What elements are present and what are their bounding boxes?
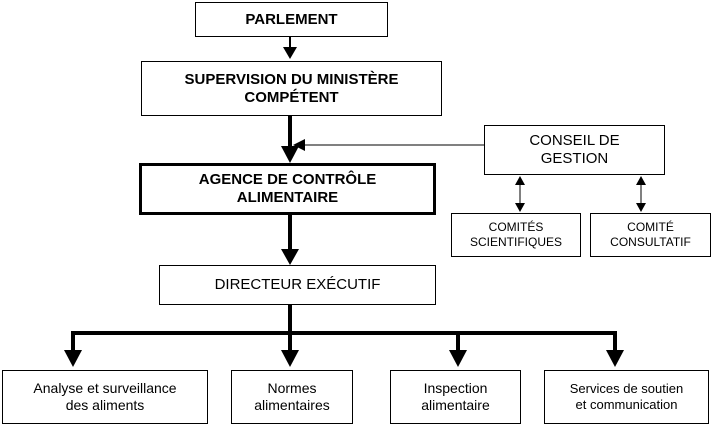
arrowhead-directeur bbox=[281, 249, 299, 265]
normes-box: Normes alimentaires bbox=[231, 370, 353, 424]
parlement-box: PARLEMENT bbox=[195, 2, 388, 37]
parlement-label: PARLEMENT bbox=[245, 10, 338, 28]
analyse-box: Analyse et surveillance des aliments bbox=[2, 370, 208, 424]
agence-label-line-1: AGENCE DE CONTRÔLE bbox=[198, 171, 377, 188]
normes-label-line-2: alimentaires bbox=[254, 397, 330, 413]
services-box: Services de soutien et communication bbox=[544, 370, 709, 424]
conseil-de-gestion-box: CONSEIL DE GESTION bbox=[484, 125, 665, 175]
arrowhead-consultatif-down bbox=[636, 203, 646, 212]
inspection-label-line-2: alimentaire bbox=[421, 397, 490, 413]
comites-scientifiques-box: COMITÉS SCIENTIFIQUES bbox=[451, 213, 581, 257]
arrowhead-inspection bbox=[449, 350, 467, 367]
comites-scientifiques-label-line-2: SCIENTIFIQUES bbox=[469, 235, 562, 249]
arrowhead-consultatif-up bbox=[636, 176, 646, 185]
supervision-label-line-1: SUPERVISION DU MINISTÈRE bbox=[184, 70, 399, 88]
inspection-box: Inspection alimentaire bbox=[390, 370, 521, 424]
arrowhead-supervision bbox=[283, 47, 297, 59]
directeur-label: DIRECTEUR EXÉCUTIF bbox=[214, 276, 381, 293]
conseil-label-line-1: CONSEIL DE bbox=[529, 132, 620, 149]
supervision-label-line-2: COMPÉTENT bbox=[244, 88, 339, 106]
inspection-label-line-1: Inspection bbox=[423, 379, 488, 396]
analyse-label-line-1: Analyse et surveillance bbox=[33, 379, 177, 396]
agence-label-line-2: ALIMENTAIRE bbox=[236, 189, 339, 206]
comite-consultatif-label-line-1: COMITÉ bbox=[627, 220, 674, 234]
comite-consultatif-label-line-2: CONSULTATIF bbox=[610, 235, 691, 249]
arrowhead-agence bbox=[281, 146, 299, 163]
arrowhead-normes bbox=[281, 350, 299, 367]
conseil-label-line-2: GESTION bbox=[540, 150, 609, 167]
arrowhead-comites-down bbox=[515, 203, 525, 212]
normes-label-line-1: Normes bbox=[267, 379, 317, 396]
supervision-box: SUPERVISION DU MINISTÈRE COMPÉTENT bbox=[141, 61, 442, 116]
directeur-executif-box: DIRECTEUR EXÉCUTIF bbox=[159, 265, 436, 305]
services-label-line-1: Services de soutien bbox=[569, 380, 684, 396]
agence-box: AGENCE DE CONTRÔLE ALIMENTAIRE bbox=[139, 163, 436, 215]
analyse-label-line-2: des aliments bbox=[65, 397, 145, 413]
arrowhead-comites-up bbox=[515, 176, 525, 185]
comite-consultatif-box: COMITÉ CONSULTATIF bbox=[590, 213, 711, 257]
arrowhead-analyse bbox=[64, 350, 82, 367]
arrowhead-services bbox=[606, 350, 624, 367]
comites-scientifiques-label-line-1: COMITÉS bbox=[488, 220, 544, 234]
services-label-line-2: et communication bbox=[575, 397, 678, 412]
arrowhead-conseil bbox=[293, 139, 305, 151]
